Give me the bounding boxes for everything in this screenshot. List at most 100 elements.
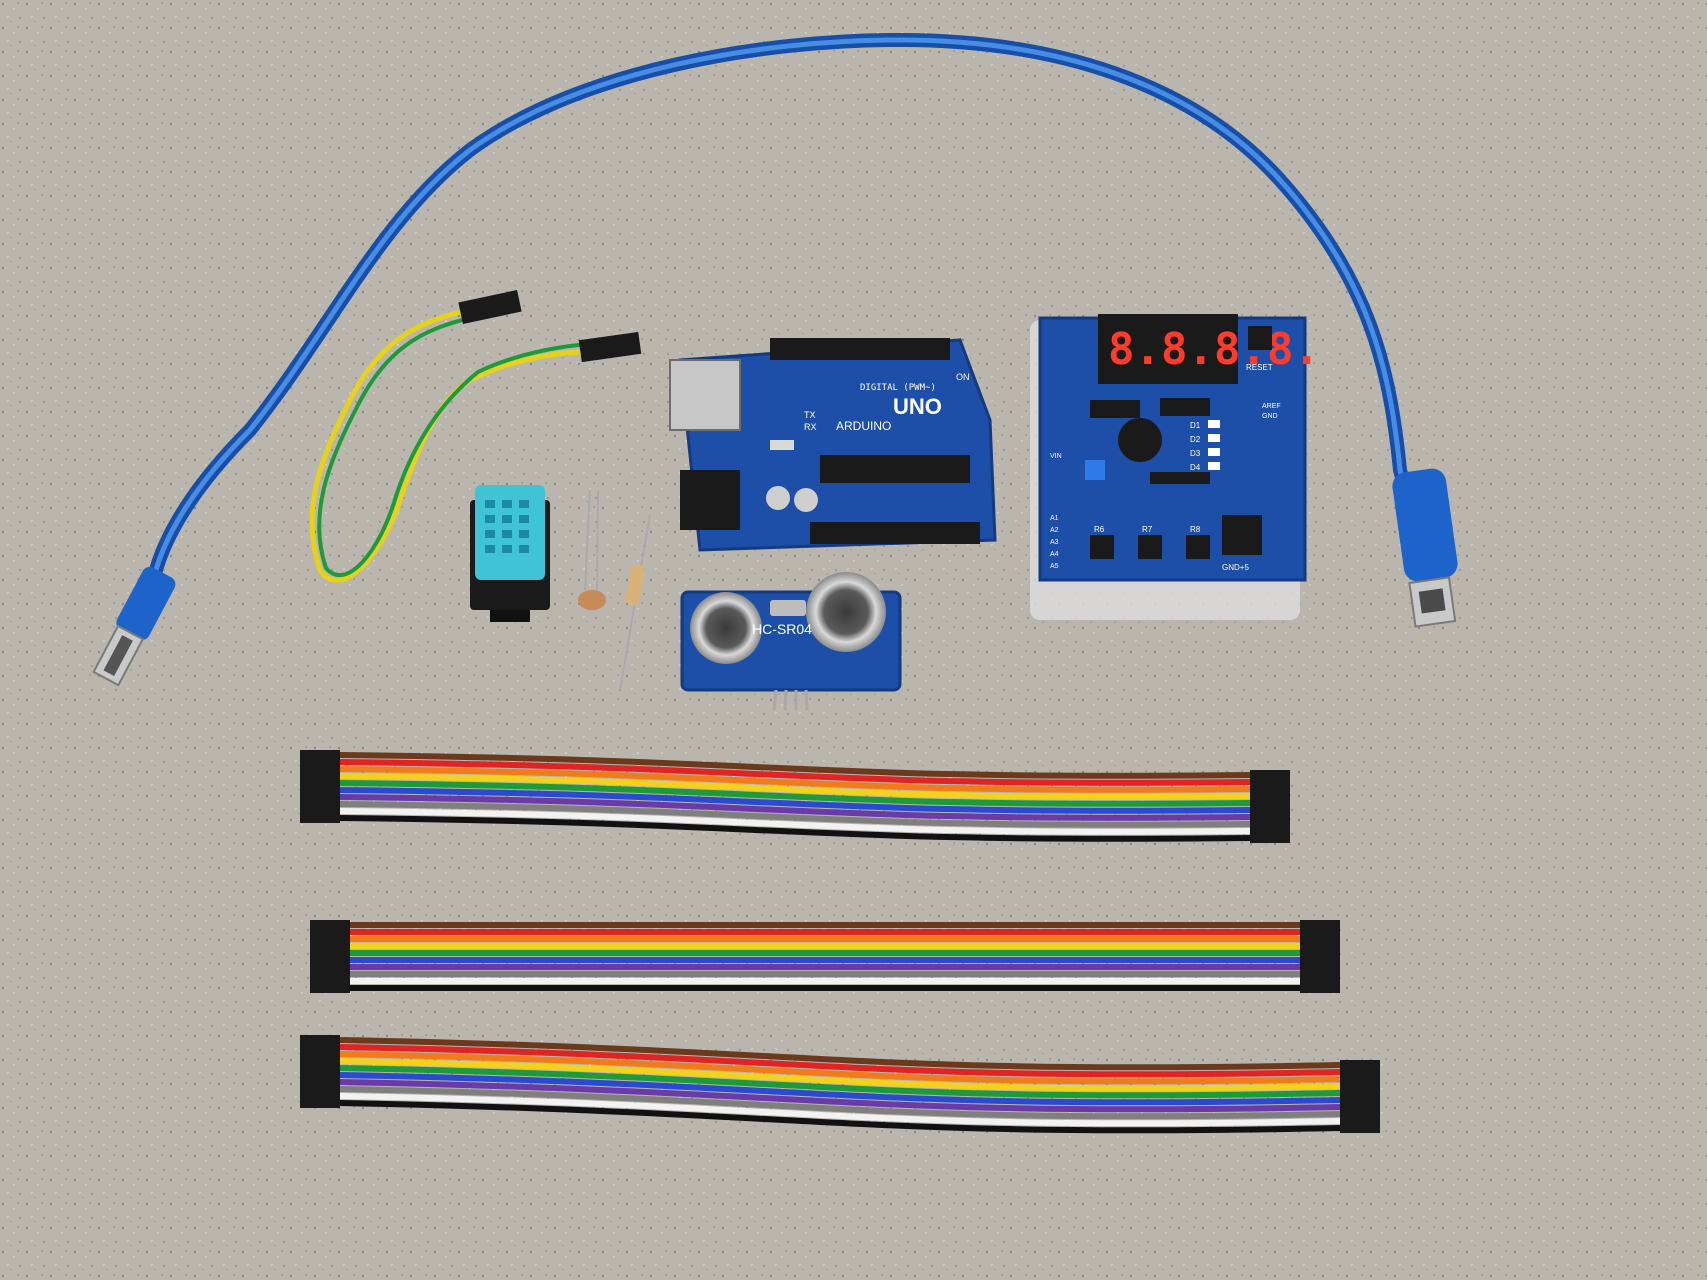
shield-header-vin: VIN — [1050, 453, 1062, 460]
jumper-housing — [1300, 948, 1340, 958]
jumper-housing — [1250, 791, 1290, 801]
jumper-housing — [1250, 819, 1290, 829]
jumper-housing — [300, 757, 340, 767]
ribbon-wire — [339, 815, 1251, 842]
ultrasonic-receiver-icon — [806, 572, 886, 652]
hc-sr04-ultrasonic-sensor: HC-SR04 — [680, 572, 902, 711]
ribbon-wire — [339, 1051, 1341, 1085]
jumper-housing — [310, 934, 350, 944]
jumper-housing — [1340, 1067, 1380, 1077]
jumper-housing — [300, 813, 340, 823]
ldr-photoresistor-icon — [578, 489, 606, 610]
shield-reset-label: RESET — [1246, 363, 1273, 372]
resistor-icon — [619, 514, 651, 691]
shield-pin-d1: D1 — [1190, 421, 1201, 430]
jumper-housing — [1340, 1081, 1380, 1091]
shield-header-a3: A3 — [1050, 539, 1059, 546]
jumper-housing — [1250, 826, 1290, 836]
jumper-housing — [1300, 955, 1340, 965]
jumper-housing — [310, 920, 350, 930]
jumper-housing — [310, 962, 350, 972]
ribbon-wire — [339, 773, 1251, 800]
jumper-housing — [300, 792, 340, 802]
jumper-housing — [310, 927, 350, 937]
shield-led-column — [1208, 420, 1220, 470]
jumper-housing — [310, 955, 350, 965]
ribbon-wire — [339, 1079, 1341, 1113]
jumper-housing — [1300, 983, 1340, 993]
jumper-housing — [1340, 1060, 1380, 1070]
jumper-housing — [1300, 976, 1340, 986]
jumper-housing — [1340, 1123, 1380, 1133]
arduino-pin-header-text: DIGITAL (PWM~) — [860, 383, 936, 393]
jumper-housing — [310, 976, 350, 986]
shield-button-r8: R8 — [1190, 525, 1201, 534]
shield-header-a1: A1 — [1050, 515, 1059, 522]
arduino-on-label: ON — [956, 372, 970, 382]
usb-cable — [143, 32, 1432, 617]
multifunction-shield: 8.8.8.8. RESET D1 D2 D3 D4 R6 R7 R8 GND+… — [1030, 314, 1320, 620]
jumper-housing — [1250, 805, 1290, 815]
ribbon-wire — [339, 1044, 1341, 1078]
ultrasonic-model-text: HC-SR04 — [752, 621, 812, 637]
jumper-housing — [1250, 784, 1290, 794]
jumper-housing — [1300, 969, 1340, 979]
arduino-rx-label: RX — [804, 422, 817, 432]
shield-header-aref: AREF — [1262, 403, 1281, 410]
jumper-housing — [1340, 1095, 1380, 1105]
ribbon-wire — [339, 808, 1251, 835]
shield-header-gnd: GND — [1262, 413, 1278, 420]
dht11-sensor — [470, 485, 550, 622]
ribbon-wire — [339, 1037, 1341, 1071]
jumper-housing — [1250, 833, 1290, 843]
jumper-housing — [300, 1035, 340, 1045]
jumper-housing — [300, 785, 340, 795]
ribbon-wire — [339, 1072, 1341, 1106]
jumper-housing — [1340, 1102, 1380, 1112]
ribbon-wire — [339, 801, 1251, 828]
jumper-housing — [300, 750, 340, 760]
jumper-housing — [300, 771, 340, 781]
shield-button-r6: R6 — [1094, 525, 1105, 534]
jumper-housing — [1300, 962, 1340, 972]
arduino-tx-label: TX — [804, 410, 816, 420]
shield-header-a5: A5 — [1050, 563, 1059, 570]
jumper-housing — [310, 948, 350, 958]
arduino-model-text: UNO — [893, 394, 942, 419]
jumper-housing — [310, 941, 350, 951]
ribbon-wire — [339, 787, 1251, 814]
jumper-housing — [310, 983, 350, 993]
jumper-housing — [300, 1049, 340, 1059]
yellow-green-jumper-wires — [309, 290, 642, 583]
jumper-housing — [300, 764, 340, 774]
ribbon-wire — [339, 752, 1251, 779]
ribbon-wire — [339, 1093, 1341, 1127]
jumper-housing — [1250, 777, 1290, 787]
seven-segment-display: 8.8.8.8. — [1108, 324, 1320, 375]
arduino-uno-board: ARDUINO UNO DIGITAL (PWM~) TX RX ON — [669, 338, 997, 552]
jumper-housing — [1300, 941, 1340, 951]
jumper-housing — [1340, 1116, 1380, 1126]
shield-button-r7: R7 — [1142, 525, 1153, 534]
ribbon-bundle-female-female — [310, 920, 1340, 993]
jumper-housing — [1300, 927, 1340, 937]
shield-header-a4: A4 — [1050, 551, 1059, 558]
jumper-housing — [300, 1056, 340, 1066]
shield-pin-d3: D3 — [1190, 449, 1201, 458]
jumper-housing — [300, 1084, 340, 1094]
jumper-housing — [300, 806, 340, 816]
usb-a-plug-icon — [92, 566, 176, 687]
shield-power-label: GND+5 — [1222, 563, 1249, 572]
ribbon-bundle-male-female — [300, 1035, 1380, 1134]
jumper-housing — [1340, 1109, 1380, 1119]
jumper-housing — [1250, 798, 1290, 808]
jumper-housing — [300, 1077, 340, 1087]
ribbon-wire — [339, 1065, 1341, 1099]
jumper-housing — [300, 1063, 340, 1073]
ultrasonic-transmitter-icon — [690, 592, 762, 664]
jumper-housing — [300, 1091, 340, 1101]
jumper-housing — [1250, 812, 1290, 822]
jumper-housing — [1340, 1074, 1380, 1084]
usb-b-plug-icon — [1392, 468, 1458, 628]
jumper-housing — [300, 1042, 340, 1052]
